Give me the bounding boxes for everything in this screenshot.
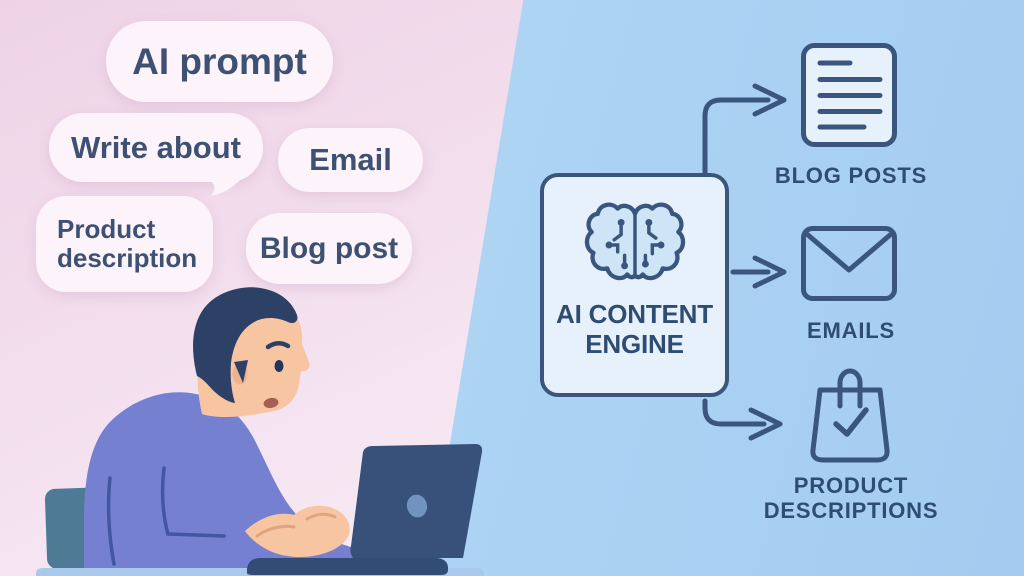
bubble-ai-prompt: AI prompt — [106, 21, 333, 102]
ai-content-engine-label: AI CONTENT ENGINE — [556, 299, 713, 359]
bubble-email-label: Email — [309, 142, 392, 177]
brain-circuit-icon — [584, 202, 685, 281]
bubble-write-about-label: Write about — [71, 129, 241, 165]
arrow-to-product-descriptions — [702, 398, 767, 427]
person-head — [193, 287, 310, 418]
bubble-ai-prompt-label: AI prompt — [132, 40, 307, 82]
product-descriptions-label: PRODUCT DESCRIPTIONS — [763, 473, 939, 523]
envelope-icon — [801, 226, 897, 301]
laptop — [350, 444, 483, 558]
shopping-bag-check-icon — [810, 368, 890, 463]
person-typing-illustration — [36, 287, 484, 576]
ai-content-engine-box: AI CONTENT ENGINE — [540, 173, 729, 397]
arrowhead-emails — [752, 255, 787, 289]
bubble-email: Email — [278, 128, 423, 192]
bubble-product-description: Product description — [36, 196, 213, 292]
arrowhead-blog-posts — [752, 83, 787, 117]
blog-posts-label: BLOG POSTS — [774, 163, 928, 188]
person-arm-hands — [209, 463, 350, 557]
bubble-product-description-label: Product description — [57, 213, 198, 273]
bubble-write-about: Write about — [49, 113, 263, 196]
emails-label: EMAILS — [807, 318, 895, 343]
laptop-base — [246, 558, 449, 575]
bubble-blog-post: Blog post — [246, 213, 412, 284]
bubble-blog-post-label: Blog post — [259, 231, 399, 265]
document-lines-icon — [801, 43, 897, 147]
arrowhead-product-descriptions — [748, 407, 783, 441]
speech-bubble-tail-icon — [207, 179, 241, 196]
